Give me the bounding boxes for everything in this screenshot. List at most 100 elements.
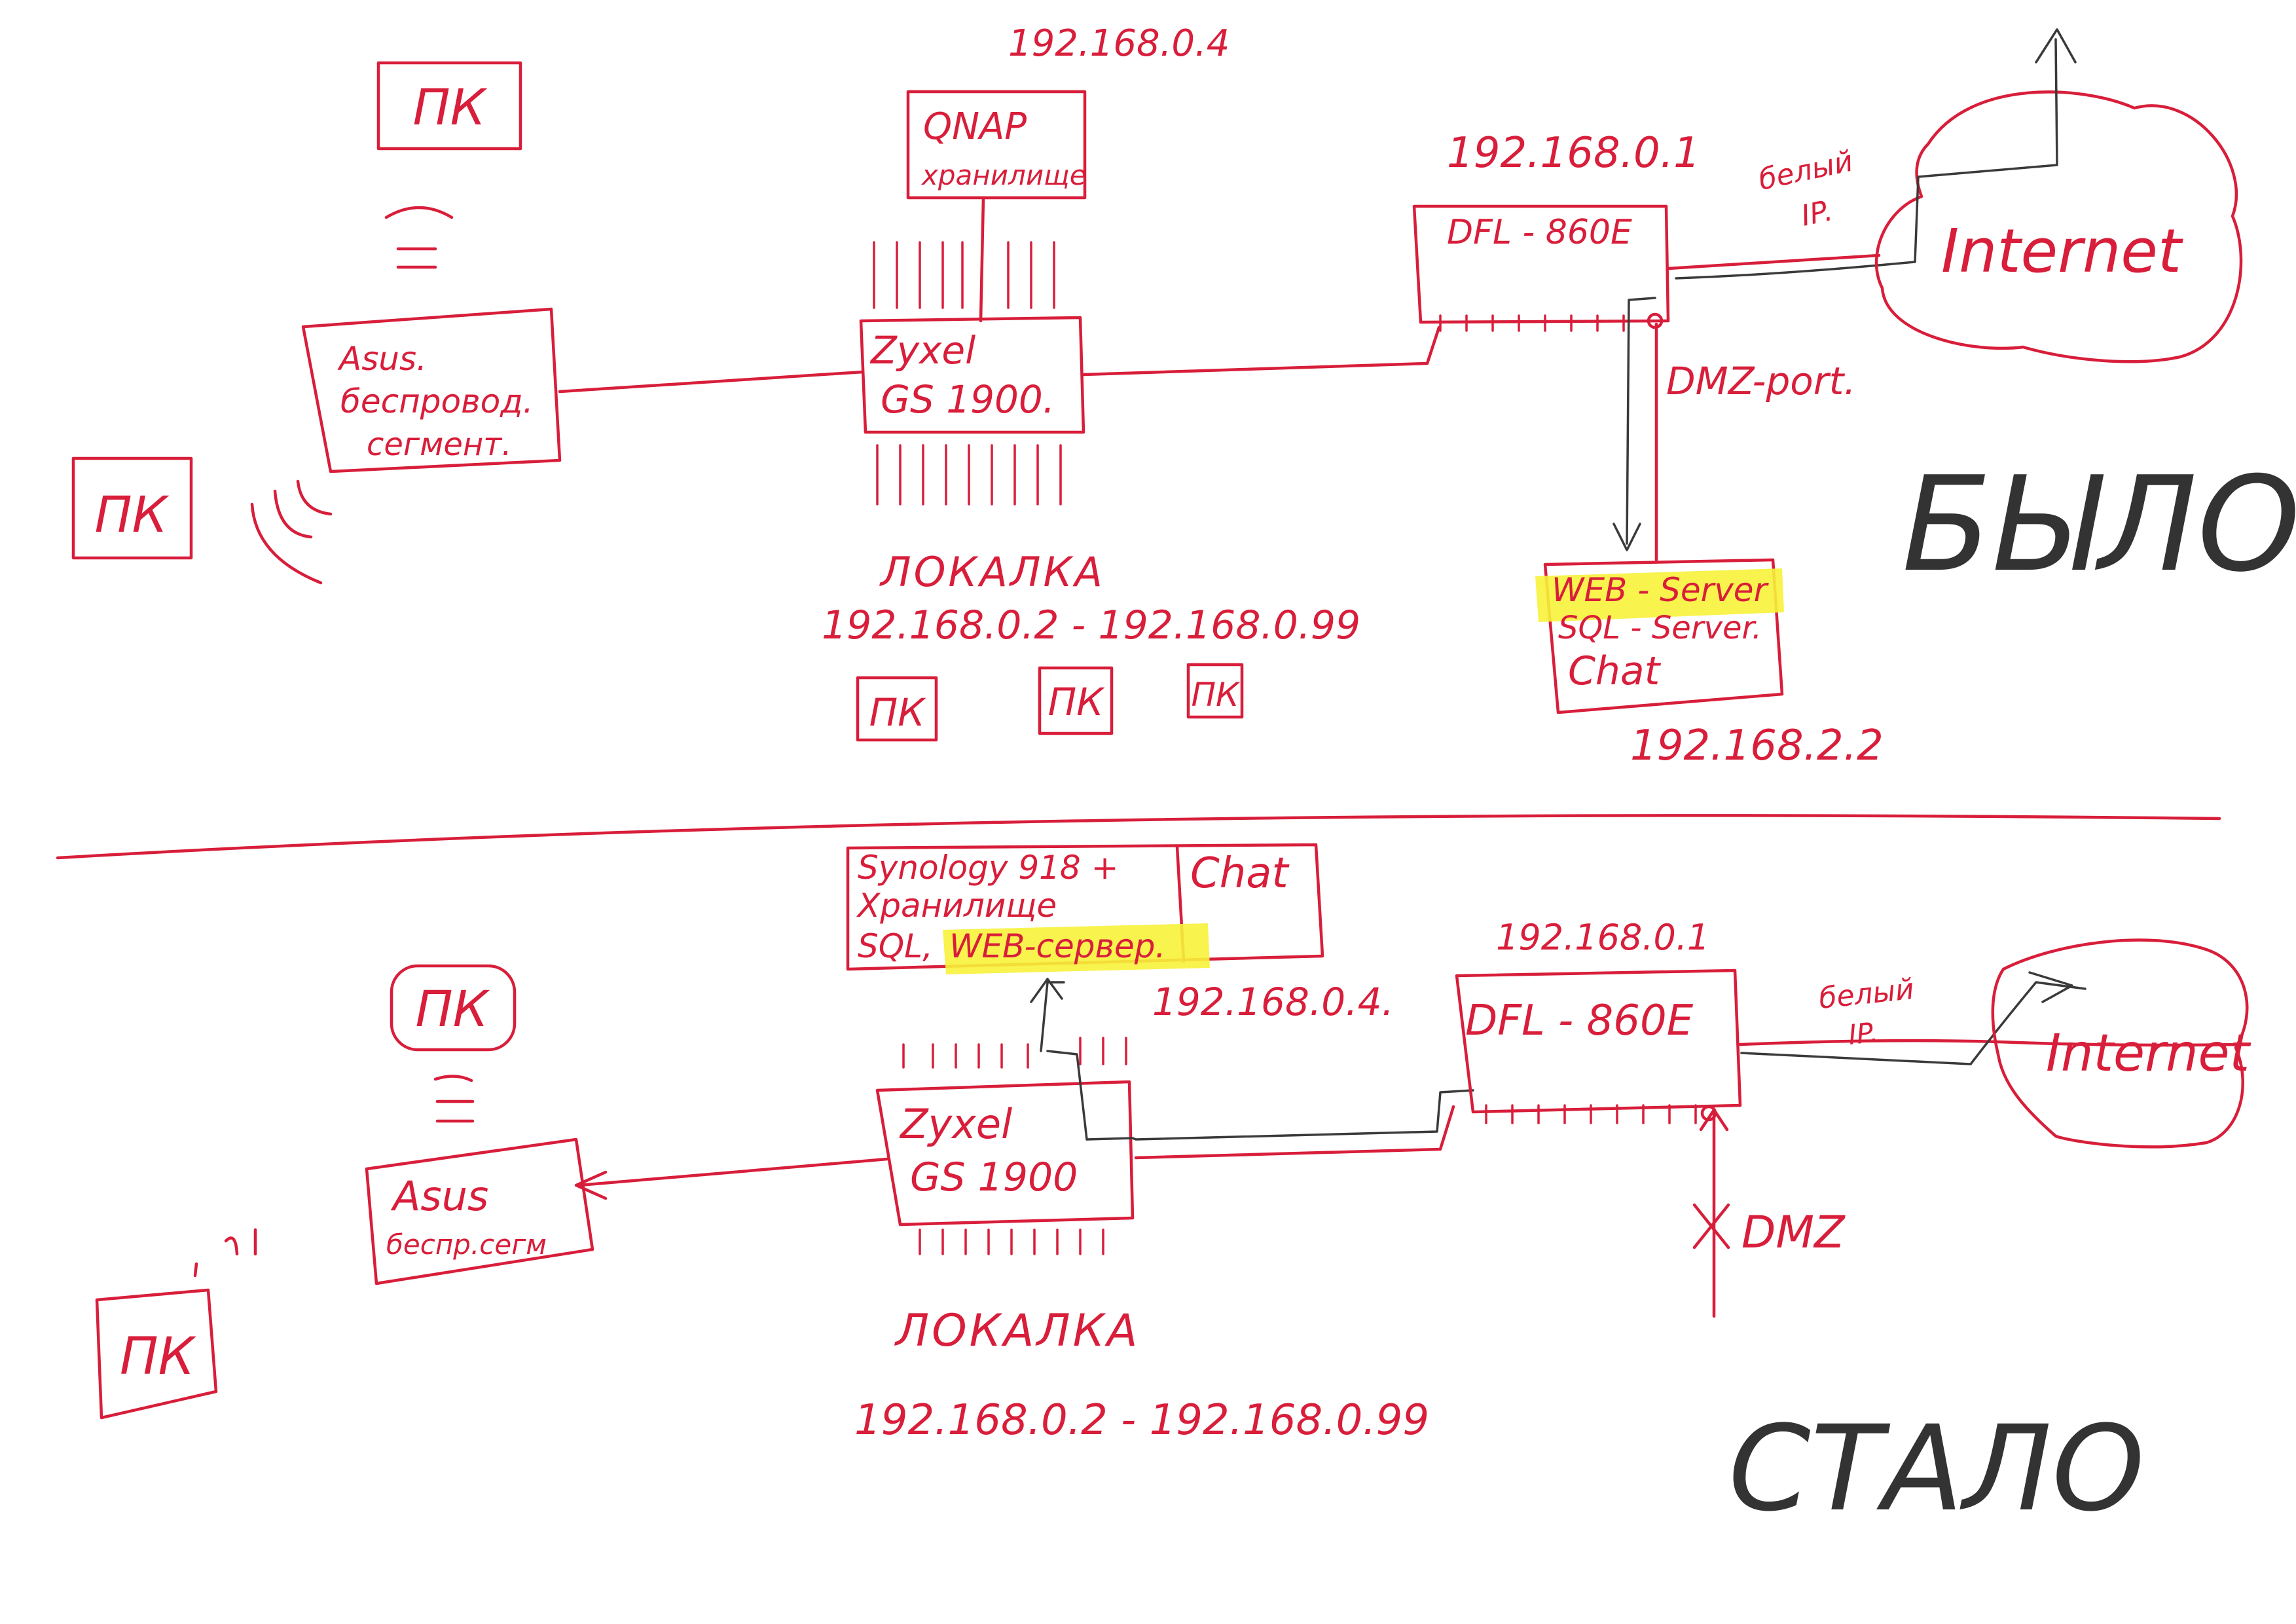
after-zyxel-box — [875, 1080, 1135, 1227]
before-lan-pc-1-label: ПК — [869, 690, 927, 735]
before-qnap-box — [906, 90, 1087, 200]
before-lan-range: 192.168.0.2 - 192.168.0.99 — [822, 602, 1360, 648]
after-synology-chat: Chat — [1190, 849, 1290, 898]
after-white-ip-line2: IP. — [1847, 1016, 1880, 1050]
after-synology-arrow-icon — [1030, 978, 1063, 1003]
after-router-label: DFL - 860E — [1465, 997, 1694, 1045]
after-pc-top-label: ПК — [415, 980, 490, 1038]
after-synology-line3b: WEB-сервер. — [949, 927, 1165, 965]
before-zyxel-ports-bottom — [876, 444, 1062, 506]
before-lan-pc-3-label: ПК — [1191, 676, 1241, 714]
before-dmz-link-pencil — [1626, 297, 1656, 545]
divider-line — [56, 814, 2221, 860]
before-qnap-line1: QNAP — [923, 105, 1027, 148]
before-pc-top-box — [376, 61, 522, 151]
before-router-ip: 192.168.0.1 — [1447, 129, 1700, 177]
after-dmz-label: DMZ — [1741, 1207, 1846, 1259]
after-wifi-arc-icon — [433, 1075, 473, 1082]
before-zyxel-ports-top — [873, 241, 1055, 309]
before-server-ip: 192.168.2.2 — [1630, 722, 1884, 770]
before-internet-uplink-pencil — [1878, 38, 2058, 267]
before-server-line2: SQL - Server. — [1558, 610, 1762, 646]
after-zyxel-router-link — [1134, 1105, 1455, 1160]
after-synology-line2: Хранилище — [856, 887, 1057, 925]
after-synology-link-pencil — [1040, 981, 1065, 1052]
after-synology-line3a: SQL, — [858, 927, 933, 965]
before-router-ports — [1439, 314, 1625, 332]
after-synology-box — [846, 843, 1324, 971]
after-internet-label: Internet — [2046, 1024, 2251, 1083]
before-dmz-label: DMZ-port. — [1666, 359, 1856, 403]
before-zyxel-line1: Zyxel — [869, 328, 975, 373]
before-lan-pc-2-label: ПК — [1048, 680, 1106, 724]
before-qnap-ip: 192.168.0.4 — [1008, 22, 1230, 65]
after-synology-highlight — [943, 923, 1210, 974]
after-wireless-marks — [193, 1228, 257, 1278]
after-state-label: СТАЛО — [1728, 1401, 2145, 1538]
before-lan-title: ЛОКАЛКА — [879, 548, 1105, 596]
after-asus-line2: беспр.сегм — [386, 1228, 547, 1261]
after-pc-top-box — [390, 964, 517, 1052]
before-lan-pc-2-box — [1038, 666, 1114, 735]
before-wireless-wave-2 — [273, 489, 313, 539]
before-white-ip-line1: белый — [1756, 145, 1856, 197]
before-qnap-zyxel-link — [979, 196, 985, 323]
before-server-line3: Chat — [1568, 648, 1662, 694]
after-zyxel-router-pencil — [1046, 1050, 1474, 1141]
after-zyxel-ports-top — [902, 1037, 1127, 1069]
after-router-box — [1455, 969, 1742, 1114]
before-server-line1: WEB - Server — [1552, 571, 1770, 609]
before-state-label: БЫЛО — [1902, 449, 2296, 601]
after-zyxel-line2: GS 1900 — [910, 1154, 1078, 1200]
before-router-internet-pencil — [1675, 264, 1880, 280]
before-internet-label: Internet — [1941, 216, 2183, 286]
before-internet-cloud — [1874, 90, 2243, 363]
before-qnap-line2: хранилище — [920, 159, 1087, 191]
before-router-box — [1412, 204, 1670, 324]
before-white-ip-line2: IP. — [1798, 194, 1836, 233]
before-wifi-arc-icon — [384, 206, 454, 219]
before-asus-line1: Asus. — [337, 340, 427, 378]
after-synology-line1: Synology 918 + — [858, 849, 1119, 887]
after-zyxel-asus-link — [577, 1157, 889, 1187]
before-pc-left-box — [71, 456, 193, 560]
after-zyxel-asus-arrow-icon — [574, 1170, 608, 1200]
before-asus-zyxel-link — [558, 370, 865, 394]
after-pc-left-label: ПК — [120, 1327, 197, 1386]
after-zyxel-ports-bottom — [919, 1228, 1104, 1255]
before-internet-arrow-icon — [2035, 28, 2077, 64]
before-wireless-wave-3 — [296, 479, 333, 516]
before-lan-pc-3-box — [1186, 663, 1244, 719]
after-asus-box — [365, 1137, 594, 1285]
before-router-internet-link — [1666, 253, 1881, 270]
after-dmz-arrow-icon — [1699, 1108, 1729, 1132]
after-asus-line1: Asus — [390, 1172, 488, 1220]
after-internet-arrow-icon — [2028, 971, 2073, 1003]
before-pc-top-label: ПК — [412, 78, 487, 136]
before-router-label: DFL - 860E — [1447, 213, 1632, 252]
before-asus-line2: беспровод. — [340, 382, 534, 420]
after-router-internet-pencil — [1740, 981, 2086, 1065]
after-synology-ip: 192.168.0.4. — [1152, 980, 1394, 1024]
before-zyxel-line2: GS 1900. — [881, 377, 1055, 422]
before-server-box — [1543, 558, 1784, 714]
before-zyxel-box — [859, 316, 1085, 434]
after-dmz-cross-icon — [1692, 1203, 1730, 1249]
before-wireless-wave-1 — [250, 502, 323, 585]
before-lan-pc-1-box — [856, 676, 938, 742]
after-internet-cloud — [1991, 938, 2249, 1149]
after-lan-range: 192.168.0.2 - 192.168.0.99 — [854, 1396, 1429, 1445]
before-server-highlight — [1535, 568, 1784, 622]
after-zyxel-line1: Zyxel — [899, 1100, 1012, 1148]
after-router-ports — [1485, 1104, 1697, 1124]
after-pc-left-box — [95, 1288, 218, 1420]
after-white-ip-line1: белый — [1817, 972, 1916, 1016]
before-asus-box — [301, 307, 562, 473]
before-zyxel-router-link — [1082, 325, 1441, 377]
before-dmz-arrow-icon — [1613, 523, 1641, 551]
before-pc-left-label: ПК — [94, 485, 169, 544]
after-router-internet-link — [1738, 1039, 2241, 1047]
after-router-ip: 192.168.0.1 — [1496, 917, 1709, 958]
after-lan-title: ЛОКАЛКА — [894, 1305, 1140, 1357]
